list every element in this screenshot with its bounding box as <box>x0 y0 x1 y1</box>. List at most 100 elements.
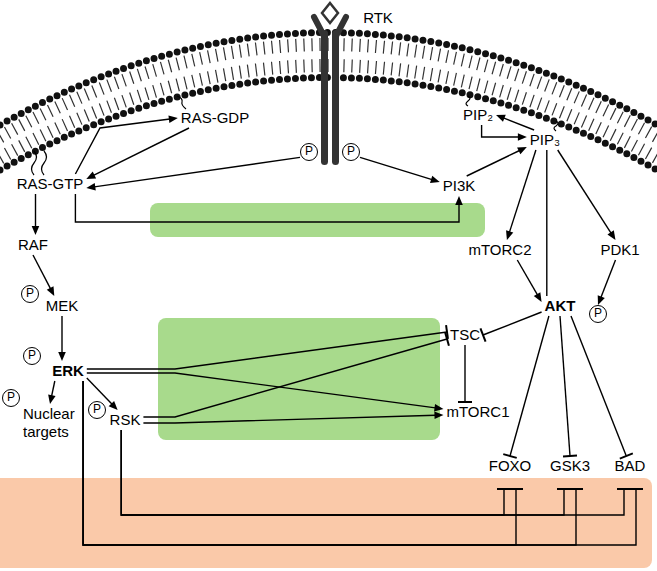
node-text: RTK <box>363 9 393 27</box>
phospho-mark: P <box>24 348 40 363</box>
connector-line <box>517 260 537 295</box>
connector-line <box>503 118 534 130</box>
connector-line <box>94 128 190 175</box>
connector-line <box>558 150 612 233</box>
node-text: GSK3 <box>550 457 590 475</box>
protein-label: mTORC1 <box>443 402 512 422</box>
connector-line <box>121 430 624 515</box>
protein-label: Nuclear targets <box>20 404 80 442</box>
arrow-head <box>598 295 605 305</box>
orange-highlight <box>0 478 652 568</box>
node-text: PDK1 <box>600 241 639 259</box>
inhibition-connector <box>83 381 583 545</box>
activation-connector <box>87 373 444 412</box>
connector-line <box>87 378 112 404</box>
protein-label: RAF <box>15 235 51 255</box>
activation-connector <box>496 115 534 130</box>
connector-line <box>546 150 547 296</box>
arrow-head <box>58 352 66 361</box>
inhibition-bar <box>497 488 511 490</box>
connector-line <box>571 316 626 456</box>
arrow-head <box>32 226 40 235</box>
inhibition-bar <box>445 332 449 345</box>
connector-line <box>482 125 519 137</box>
node-text: ERK <box>52 362 84 380</box>
node-text: PI3K <box>443 177 476 195</box>
activation-connector <box>506 150 536 240</box>
node-text: BAD <box>615 457 646 475</box>
activation-connector <box>558 150 616 240</box>
arrow-head <box>517 147 527 154</box>
protein-label: AKT <box>542 296 579 316</box>
protein-label: FOXO <box>486 456 535 489</box>
activation-connector <box>75 194 462 222</box>
inhibition-bar <box>557 488 571 490</box>
connector-line <box>52 381 55 396</box>
lipid-anchor <box>554 121 558 131</box>
protein-label: ERK <box>49 361 87 381</box>
phospho-circle: P <box>21 285 39 303</box>
protein-label: PIP₂ <box>460 105 496 125</box>
phospho-circle: P <box>589 305 607 323</box>
ligand-diamond <box>322 3 338 23</box>
connector-line <box>601 260 616 298</box>
arrow-head <box>496 115 506 122</box>
node-text: PIP₂ <box>463 106 493 124</box>
connector-line <box>464 345 465 402</box>
node-text: RAF <box>18 236 48 254</box>
connector-line <box>143 339 447 417</box>
inhibition-connector <box>571 316 633 459</box>
inhibition-connector <box>480 312 541 342</box>
node-text: MEK <box>46 297 79 315</box>
connector-line <box>61 316 62 353</box>
node-text: RAS-GTP <box>17 175 84 193</box>
inhibition-connector <box>503 316 549 458</box>
activation-connector <box>467 147 527 176</box>
activation-connector <box>75 115 177 174</box>
protein-label: RAS-GDP <box>178 108 252 128</box>
inhibition-bar <box>617 488 631 490</box>
phospho-circle: P <box>342 143 360 161</box>
phospho-circle: P <box>2 389 20 407</box>
connector-line <box>509 150 536 232</box>
protein-label: GSK3 <box>547 456 593 489</box>
green-highlight <box>150 203 485 237</box>
arrow-head <box>534 292 542 302</box>
inhibition-connector <box>458 345 472 402</box>
arrow-head <box>168 115 177 123</box>
node-text: FOXO <box>489 457 532 475</box>
activation-connector <box>517 260 541 302</box>
lipid-anchor <box>466 96 470 106</box>
connector-line <box>467 151 520 177</box>
inhibition-connector <box>121 430 511 515</box>
lipid-heads <box>0 78 657 171</box>
node-text: RAS-GDP <box>181 109 249 127</box>
connector-line <box>510 316 549 456</box>
connector-line <box>87 373 436 408</box>
inhibition-bar <box>629 488 643 490</box>
inhibition-bar <box>509 488 523 490</box>
node-text: AKT <box>545 297 576 315</box>
phospho-circle: P <box>88 401 106 419</box>
arrow-head <box>47 286 55 296</box>
protein-label: PDK1 <box>597 240 642 260</box>
activation-connector <box>143 411 443 423</box>
phospho-mark: P <box>89 402 105 417</box>
protein-label: RTK <box>360 8 396 28</box>
phospho-circle: P <box>300 143 318 161</box>
protein-label: BAD <box>612 456 649 489</box>
inhibition-connector <box>83 381 643 545</box>
activation-connector <box>482 125 527 141</box>
arrow-head <box>506 230 513 240</box>
arrow-head <box>455 196 463 205</box>
connector-line <box>483 312 542 335</box>
activation-connector <box>546 150 547 296</box>
phospho-mark: P <box>590 306 606 321</box>
phospho-mark: P <box>3 390 19 405</box>
inhibition-bar <box>480 328 485 341</box>
connector-line <box>360 157 432 179</box>
connector-line <box>35 194 36 227</box>
